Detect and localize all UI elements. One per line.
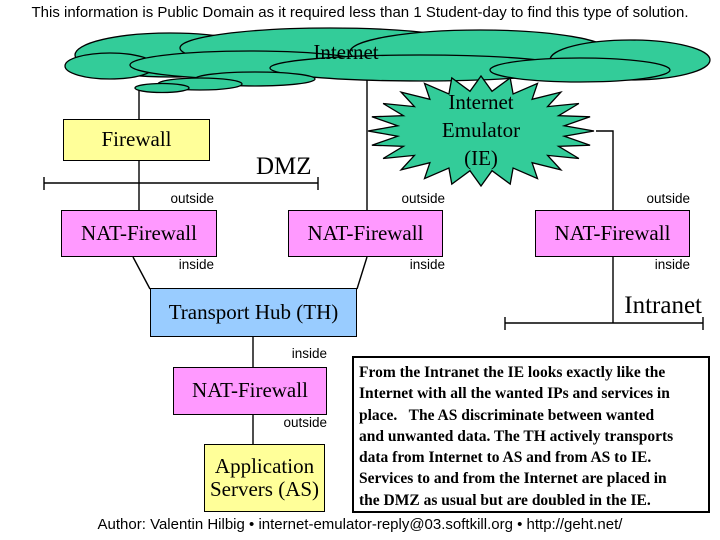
description-line: Services to and from the Internet are pl… [359,470,667,488]
firewall-box: Firewall [63,119,210,161]
transport-hub-box: Transport Hub (TH) [150,288,357,337]
nat-firewall-right-box: NAT-Firewall [535,210,690,257]
description-line: Internet with all the wanted IPs and ser… [359,385,670,403]
public-domain-note: This information is Public Domain as it … [31,4,689,21]
internet-emulator-label-line3: (IE) [464,146,498,170]
nat-firewall-left-box: NAT-Firewall [61,210,217,257]
connector-lines [43,78,704,444]
inside-label-right: inside [654,257,690,272]
description-line: place. The AS discriminate between wante… [359,406,655,424]
description-line: the DMZ as usual but are doubled in the … [359,491,651,509]
outside-label-middle: outside [401,191,445,206]
inside-label-left: inside [178,257,214,272]
internet-emulator-label: Internet Emulator (IE) [411,88,551,172]
internet-cloud-label: Internet [313,40,379,64]
dmz-label: DMZ [256,153,312,180]
internet-cloud-shape [64,27,711,94]
nat-firewall-middle-box: NAT-Firewall [288,210,443,257]
nat-firewall-bottom-box: NAT-Firewall [173,367,327,415]
author-line: Author: Valentin Hilbig • internet-emula… [97,516,623,533]
intranet-label: Intranet [624,292,702,319]
inside-label-middle: inside [409,257,445,272]
outside-label-bottom: outside [283,415,327,430]
internet-emulator-label-line2: Emulator [441,118,521,142]
inside-label-bottom: inside [291,346,327,361]
internet-emulator-label-line1: Internet [448,90,514,114]
description-line: From the Intranet the IE looks exactly l… [359,364,666,381]
outside-label-right: outside [646,191,690,206]
internet-emulator-starburst-shape [367,74,595,188]
application-servers-box: Application Servers (AS) [204,444,325,512]
description-line: and unwanted data. The TH actively trans… [359,427,674,445]
description-text-box: From the Intranet the IE looks exactly l… [352,356,710,513]
outside-label-left: outside [170,191,214,206]
description-line: data from Internet to AS and from AS to … [359,449,652,467]
